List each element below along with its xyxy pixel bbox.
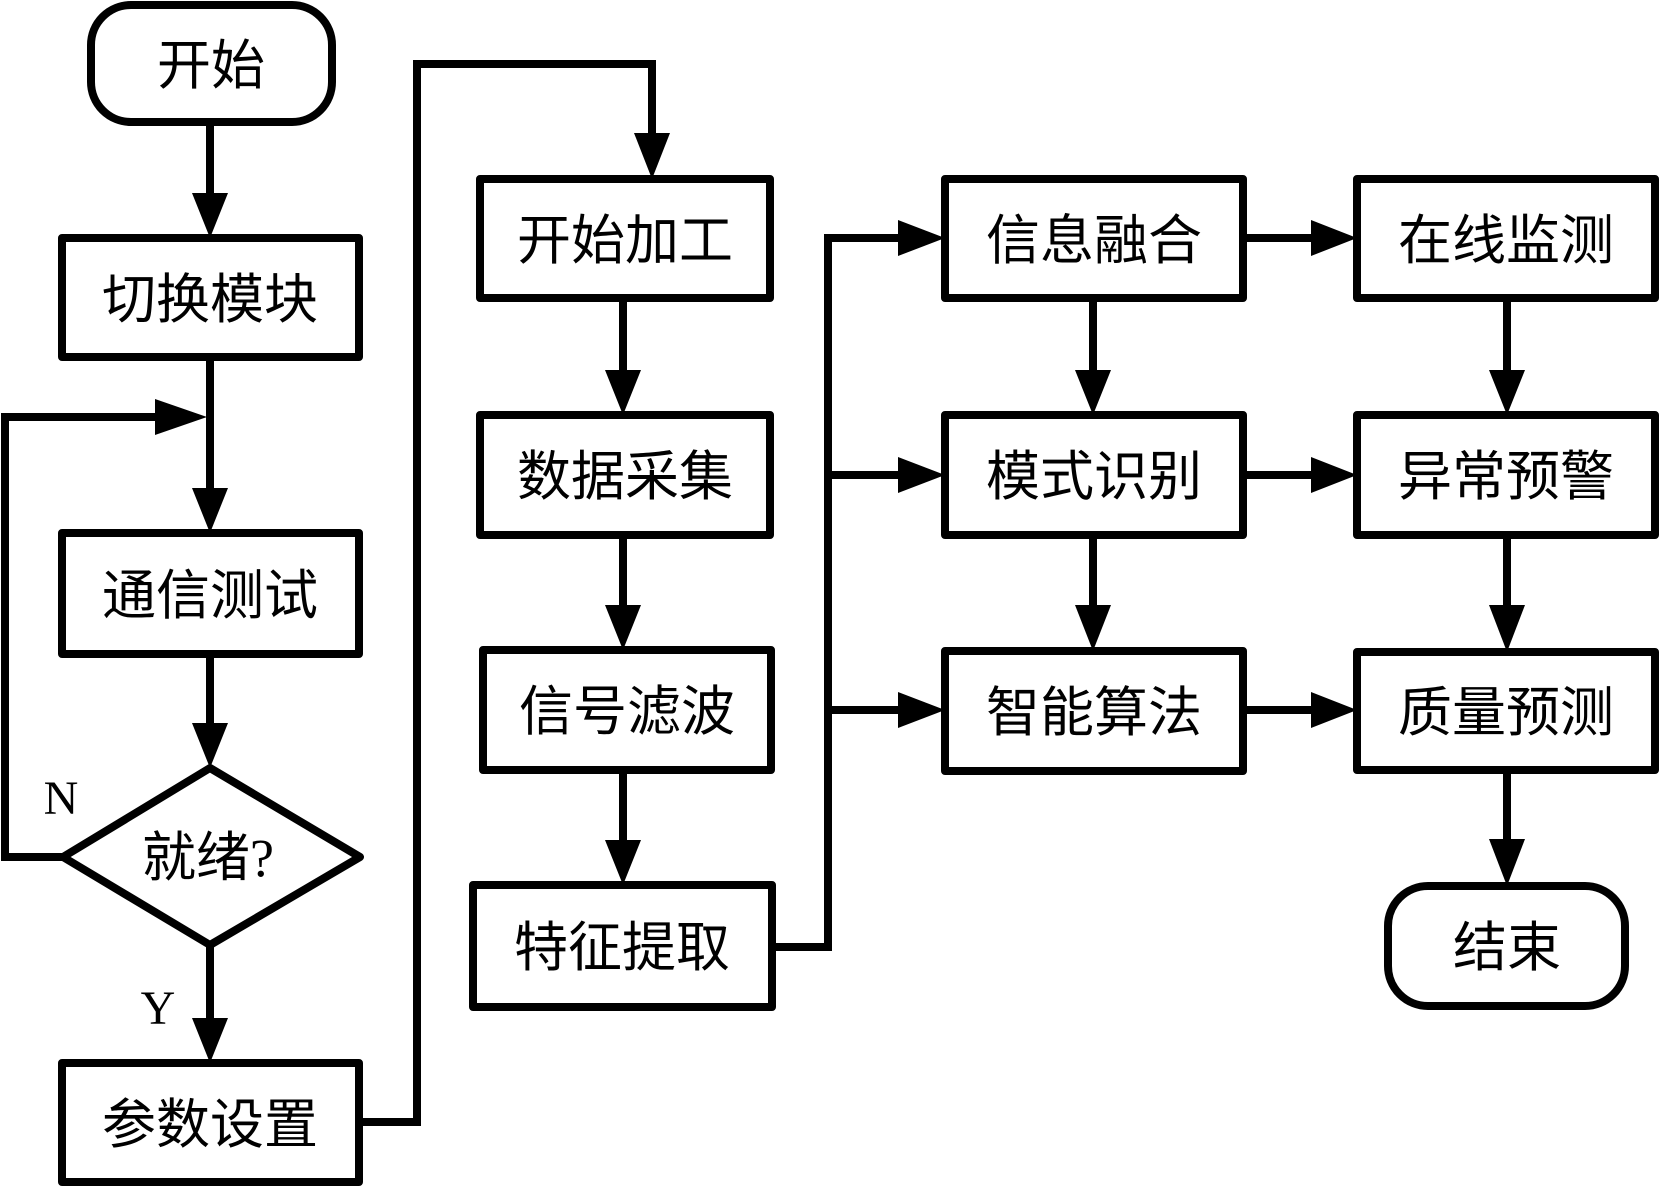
process-shape — [1353, 175, 1659, 302]
arrow-down-icon — [192, 193, 228, 238]
terminal-shape — [1384, 882, 1629, 1010]
node-info-fusion: 信息融合 — [941, 175, 1247, 302]
arrow-down-icon — [605, 605, 641, 650]
node-label: 数据采集 — [517, 447, 733, 507]
node-label: 结束 — [1453, 918, 1561, 978]
arrow-down-icon — [1075, 370, 1111, 415]
node-feature-extraction: 特征提取 — [469, 881, 776, 1011]
process-shape — [476, 175, 774, 302]
node-param-settings: 参数设置 — [58, 1059, 363, 1186]
node-signal-filter: 信号滤波 — [479, 646, 775, 774]
arrow-right-icon — [898, 457, 945, 493]
arrow-down-icon — [192, 488, 228, 533]
node-anomaly-warning: 异常预警 — [1353, 411, 1659, 539]
node-label: 通信测试 — [102, 566, 318, 626]
node-intelligent-algorithm: 智能算法 — [941, 647, 1247, 775]
arrow-right-icon — [898, 692, 945, 728]
node-start: 开始 — [87, 1, 336, 126]
arrow-right-icon — [1311, 692, 1357, 728]
node-start-machining: 开始加工 — [476, 175, 774, 302]
node-label: 特征提取 — [514, 918, 730, 978]
edges — [1, 60, 1511, 1126]
node-data-acquisition: 数据采集 — [476, 411, 774, 539]
node-pattern-recognition: 模式识别 — [941, 411, 1247, 539]
process-shape — [941, 411, 1247, 539]
node-online-monitoring: 在线监测 — [1353, 175, 1659, 302]
decision-shape — [59, 764, 364, 949]
process-shape — [941, 175, 1247, 302]
edge-feature-bus — [772, 234, 905, 951]
edge-label-no: N — [44, 772, 79, 825]
arrow-down-icon — [605, 370, 641, 415]
process-shape — [1353, 411, 1659, 539]
arrow-right-icon — [1311, 220, 1357, 256]
arrow-down-icon — [605, 840, 641, 885]
arrow-down-icon — [1489, 605, 1525, 652]
node-comm-test: 通信测试 — [58, 529, 363, 658]
node-label: 质量预测 — [1398, 683, 1614, 743]
terminal-shape — [87, 1, 336, 126]
node-label: 信号滤波 — [519, 682, 735, 742]
node-switch-module: 切换模块 — [58, 234, 363, 361]
arrowheads — [155, 133, 1525, 1063]
node-label: 异常预警 — [1398, 447, 1614, 507]
arrow-down-icon — [192, 1018, 228, 1063]
arrow-down-icon — [192, 723, 228, 768]
node-quality-prediction: 质量预测 — [1353, 648, 1659, 774]
process-shape — [58, 529, 363, 658]
node-label: 就绪? — [142, 828, 274, 888]
node-label: 参数设置 — [102, 1095, 318, 1155]
node-label: 模式识别 — [986, 447, 1202, 507]
process-shape — [941, 647, 1247, 775]
node-label: 在线监测 — [1398, 211, 1614, 271]
process-shape — [1353, 648, 1659, 774]
node-end: 结束 — [1384, 882, 1629, 1010]
edge-label-yes: Y — [141, 982, 176, 1035]
node-label: 开始 — [157, 36, 265, 96]
node-label: 开始加工 — [517, 211, 733, 271]
edge-ready-no-loop — [1, 413, 170, 861]
node-label: 切换模块 — [102, 270, 318, 330]
node-label: 信息融合 — [986, 211, 1202, 271]
process-shape — [476, 411, 774, 539]
arrow-right-icon — [155, 399, 207, 435]
process-shape — [58, 1059, 363, 1186]
process-shape — [58, 234, 363, 361]
arrow-down-icon — [1075, 605, 1111, 651]
arrow-right-icon — [1311, 457, 1357, 493]
process-shape — [469, 881, 776, 1011]
arrow-down-icon — [1489, 839, 1525, 886]
process-shape — [479, 646, 775, 774]
edge-params-machining — [359, 60, 656, 1126]
arrow-right-icon — [898, 220, 945, 256]
arrow-down-icon — [1489, 370, 1525, 415]
node-ready-decision: 就绪? — [59, 764, 364, 949]
node-label: 智能算法 — [986, 683, 1202, 743]
arrow-down-icon — [634, 133, 670, 179]
